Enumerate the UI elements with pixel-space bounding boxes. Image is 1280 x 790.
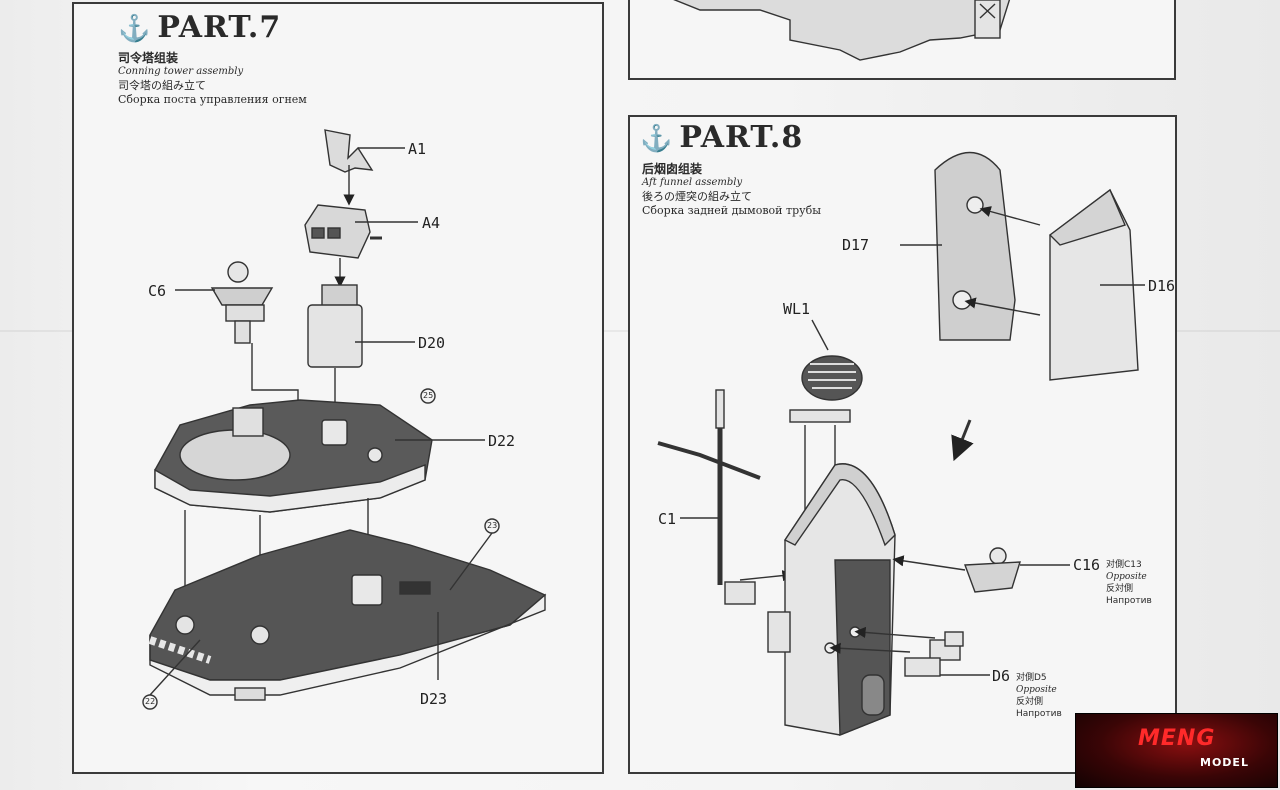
label-wl1: WL1 — [783, 300, 811, 318]
part-c16 — [892, 547, 1070, 593]
part8-subtitle-block: 后烟囱组装 Aft funnel assembly 後ろの煙突の組み立て Сбо… — [642, 162, 821, 218]
part-d20 — [307, 284, 415, 424]
label-c6: C6 — [148, 282, 167, 300]
assembled-funnel — [767, 419, 974, 737]
part7-en-title: Conning tower assembly — [118, 66, 244, 77]
part-wl1 — [789, 319, 863, 531]
c16-note: 对側C13 Opposite 反対側 Напротив — [1106, 560, 1152, 606]
previous-part-fragment — [673, 0, 1011, 61]
label-a1: A1 — [408, 140, 427, 158]
part-d16 — [964, 188, 1145, 381]
meng-model-logo: MENG MODEL — [1075, 713, 1278, 788]
label-d16: D16 — [1148, 277, 1176, 295]
label-c16: C16 — [1073, 556, 1101, 574]
part8-zh-title: 后烟囱组装 — [642, 162, 703, 176]
label-c1: C1 — [658, 510, 677, 528]
d6-note: 对側D5 Opposite 反対側 Напротив — [1016, 673, 1062, 719]
label-d20: D20 — [418, 334, 446, 352]
part7-jp-title: 司令塔の組み立て — [118, 79, 206, 92]
callout-25: 25 — [423, 391, 434, 400]
anchor-icon: ⚓ — [640, 124, 674, 154]
label-a4: A4 — [422, 214, 441, 232]
callout-22: 22 — [145, 697, 156, 706]
part-d17 — [900, 151, 1016, 341]
part-c1 — [657, 389, 794, 605]
part-d23 — [142, 518, 547, 710]
callout-23: 23 — [487, 521, 498, 530]
part8-title: ⚓PART.8 — [640, 120, 804, 155]
part-a1 — [324, 129, 405, 206]
label-d17: D17 — [842, 236, 870, 254]
part8-en-title: Aft funnel assembly — [642, 177, 743, 188]
part7-zh-title: 司令塔组装 — [118, 51, 179, 65]
part7-title: ⚓PART.7 — [118, 10, 282, 45]
anchor-icon: ⚓ — [118, 14, 152, 44]
logo-model: MODEL — [1200, 756, 1249, 769]
label-d23: D23 — [420, 690, 448, 708]
part-d6 — [829, 626, 990, 677]
logo-brand: MENG — [1138, 726, 1216, 751]
part-a4 — [304, 204, 418, 288]
part-d22 — [154, 388, 485, 513]
part8-ru-title: Сборка задней дымовой трубы — [642, 204, 821, 217]
part8-jp-title: 後ろの煙突の組み立て — [642, 190, 752, 203]
part7-ru-title: Сборка поста управления огнем — [118, 93, 307, 106]
part7-subtitle-block: 司令塔组装 Conning tower assembly 司令塔の組み立て Сб… — [118, 51, 307, 107]
label-d6: D6 — [992, 667, 1011, 685]
label-d22: D22 — [488, 432, 516, 450]
